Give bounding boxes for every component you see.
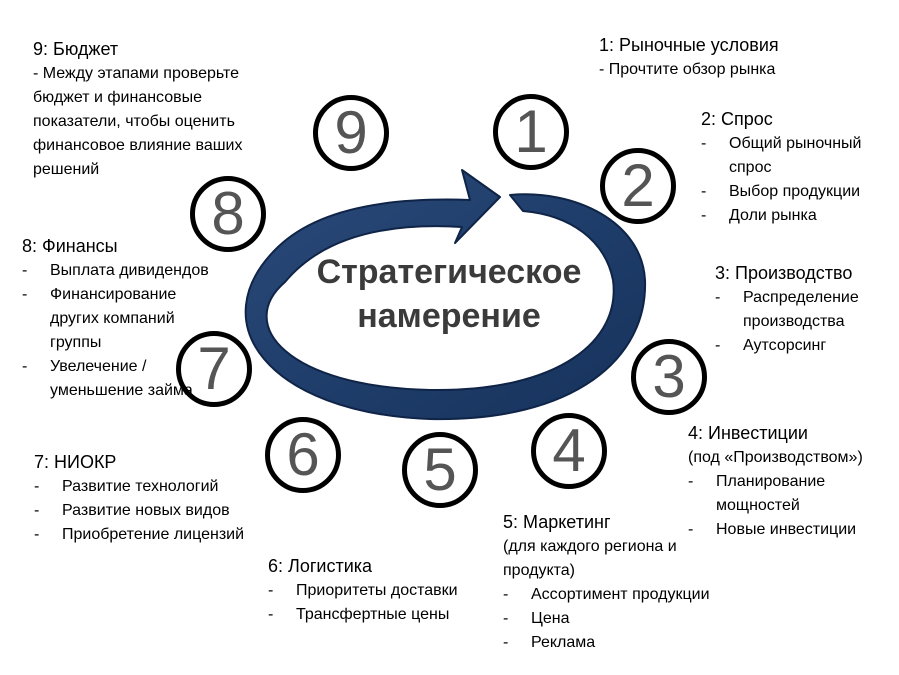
step-6-list: Приоритеты доставки Трансфертные цены [268,579,498,627]
list-item: Приоритеты доставки [268,579,498,603]
list-item: Приобретение лицензий [34,523,284,547]
step-2-list: Общий рыночный спрос Выбор продукции Дол… [701,132,891,228]
step-5-title: 5: Маркетинг [503,512,611,532]
step-4-list: Планирование мощностей Новые инвестиции [688,470,893,542]
step-4-title: 4: Инвестиции [688,423,808,443]
list-item: Планирование мощностей [688,470,846,518]
step-2-title: 2: Спрос [701,109,773,129]
step-number-4: 4 [552,417,586,484]
list-item: Аутсорсинг [715,334,895,358]
list-item: Распределение производства [715,286,895,334]
step-number-9: 9 [334,99,368,166]
list-item: Трансфертные цены [268,603,498,627]
list-item: Финансирование других компаний группы [22,283,200,355]
step-circle-8[interactable]: 8 [190,176,266,252]
step-circle-1[interactable]: 1 [493,94,569,170]
step-2-block: 2: Спрос Общий рыночный спрос Выбор прод… [701,106,891,228]
step-1-title: 1: Рыночные условия [599,35,779,55]
step-circle-5[interactable]: 5 [402,432,478,508]
step-4-subtitle: (под «Производством») [688,449,863,466]
step-number-3: 3 [652,343,686,410]
step-9-title: 9: Бюджет [33,39,119,59]
step-9-block: 9: Бюджет - Между этапами проверьте бюдж… [33,36,278,182]
step-number-1: 1 [514,98,548,165]
step-number-7: 7 [197,335,231,402]
list-item: Развитие новых видов [34,499,284,523]
step-8-title: 8: Финансы [22,236,118,256]
list-item: Выбор продукции [701,180,891,204]
list-item: Увелечение / уменьшение займа [22,355,198,403]
step-4-block: 4: Инвестиции (под «Производством») План… [688,420,893,542]
step-7-list: Развитие технологий Развитие новых видов… [34,475,284,547]
center-line-1: Стратегическое [316,253,582,291]
list-item: Доли рынка [701,204,891,228]
step-circle-2[interactable]: 2 [600,148,676,224]
strategic-intent-label: Стратегическое намерение [300,250,598,338]
list-item: Выплата дивидендов [22,259,242,283]
list-item: Ассортимент продукции [503,583,743,607]
center-line-2: намерение [357,297,541,335]
step-number-8: 8 [211,180,245,247]
step-3-title: 3: Производство [715,263,853,283]
step-6-block: 6: Логистика Приоритеты доставки Трансфе… [268,553,498,627]
list-item: Цена [503,607,743,631]
step-7-block: 7: НИОКР Развитие технологий Развитие но… [34,449,284,547]
list-item: Новые инвестиции [688,518,893,542]
step-1-block: 1: Рыночные условия - Прочтите обзор рын… [599,32,879,82]
step-3-block: 3: Производство Распределение производст… [715,260,895,358]
step-6-title: 6: Логистика [268,556,373,576]
step-number-2: 2 [621,152,655,219]
list-item: Развитие технологий [34,475,284,499]
list-item: Общий рыночный спрос [701,132,891,180]
step-8-block: 8: Финансы Выплата дивидендов Финансиров… [22,233,242,403]
step-number-5: 5 [423,436,457,503]
step-1-item: - Прочтите обзор рынка [599,61,776,78]
step-5-block: 5: Маркетинг (для каждого региона и прод… [503,509,743,655]
cycle-arrow [244,169,647,421]
step-7-title: 7: НИОКР [34,452,117,472]
step-5-list: Ассортимент продукции Цена Реклама [503,583,743,655]
step-8-list: Выплата дивидендов Финансирование других… [22,259,242,403]
step-5-subtitle: (для каждого региона и продукта) [503,538,677,579]
step-circle-4[interactable]: 4 [531,413,607,489]
list-item: Реклама [503,631,743,655]
step-circle-3[interactable]: 3 [631,339,707,415]
step-number-6: 6 [286,421,320,488]
step-circle-9[interactable]: 9 [313,95,389,171]
step-3-list: Распределение производства Аутсорсинг [715,286,895,358]
step-9-description: - Между этапами проверьте бюджет и финан… [33,65,243,178]
